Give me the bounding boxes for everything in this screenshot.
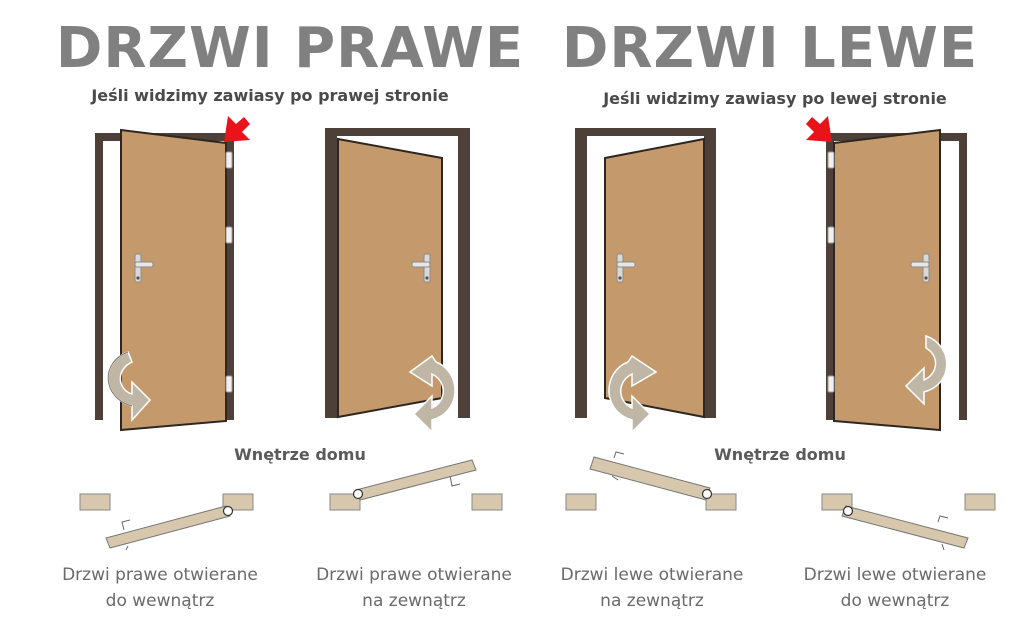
door-leaf: [105, 505, 231, 549]
wall-block-icon: [329, 493, 361, 511]
plan-right-outward: [329, 459, 503, 511]
door-leaf: [355, 459, 477, 501]
hinge-icon: [827, 226, 835, 244]
wall-block-icon: [565, 493, 597, 511]
plan-right-inward: [79, 493, 254, 551]
curved-arrow-icon: [408, 354, 456, 434]
door-right-inward: [95, 116, 250, 432]
hinge-icon: [827, 375, 835, 393]
plan-left-outward: [565, 451, 737, 511]
caption-line: Drzwi lewe otwierane: [560, 565, 744, 585]
title-right-door: DRZWI PRAWE: [55, 16, 525, 81]
wall-block-icon: [705, 493, 737, 511]
wall-block-icon: [222, 493, 254, 511]
door-left-inward: [806, 116, 967, 432]
caption-right-outward: Drzwi prawe otwierane na zewnątrz: [284, 562, 544, 614]
wall-block-icon: [471, 493, 503, 511]
caption-right-inward: Drzwi prawe otwierane do wewnątrz: [30, 562, 290, 614]
caption-line: na zewnątrz: [600, 591, 704, 611]
hinge-pivot-icon: [842, 505, 854, 517]
hinge-icon: [225, 151, 233, 169]
caption-left-outward: Drzwi lewe otwierane na zewnątrz: [522, 562, 782, 614]
door-icon: [604, 137, 705, 419]
caption-line: na zewnątrz: [362, 591, 466, 611]
subtitle-right-door: Jeśli widzimy zawiasy po prawej stronie: [91, 86, 449, 105]
red-arrow-icon: [224, 116, 250, 142]
hinge-icon: [225, 226, 233, 244]
curved-arrow-icon: [608, 354, 658, 434]
wall-block-icon: [79, 493, 111, 511]
hinge-icon: [225, 375, 233, 393]
door-icon: [833, 128, 941, 432]
caption-line: Drzwi prawe otwierane: [316, 565, 512, 585]
hinge-pivot-icon: [222, 505, 234, 517]
hinge-pivot-icon: [352, 488, 364, 500]
title-left-door: DRZWI LEWE: [561, 16, 979, 81]
hinge-pivot-icon: [701, 488, 713, 500]
door-right-outward: [325, 128, 470, 434]
caption-left-inward: Drzwi lewe otwierane do wewnątrz: [765, 562, 1024, 614]
caption-line: do wewnątrz: [105, 591, 215, 611]
subtitle-left-door: Jeśli widzimy zawiasy po lewej stronie: [603, 89, 947, 108]
door-leaf: [841, 505, 969, 549]
wall-block-icon: [821, 493, 853, 511]
wall-block-icon: [964, 493, 996, 511]
caption-line: Drzwi lewe otwierane: [803, 565, 987, 585]
hinge-icon: [827, 151, 835, 169]
curved-arrow-icon: [904, 334, 948, 406]
inside-label-left: Wnętrze domu: [714, 445, 846, 464]
inside-label-right: Wnętrze domu: [234, 445, 366, 464]
red-arrow-icon: [806, 116, 832, 142]
curved-arrow-icon: [107, 351, 152, 422]
door-leaf: [589, 456, 711, 501]
caption-line: Drzwi prawe otwierane: [62, 565, 258, 585]
caption-line: do wewnątrz: [840, 591, 950, 611]
door-left-outward: [575, 128, 716, 434]
plan-left-inward: [821, 493, 996, 551]
door-icon: [120, 128, 227, 432]
